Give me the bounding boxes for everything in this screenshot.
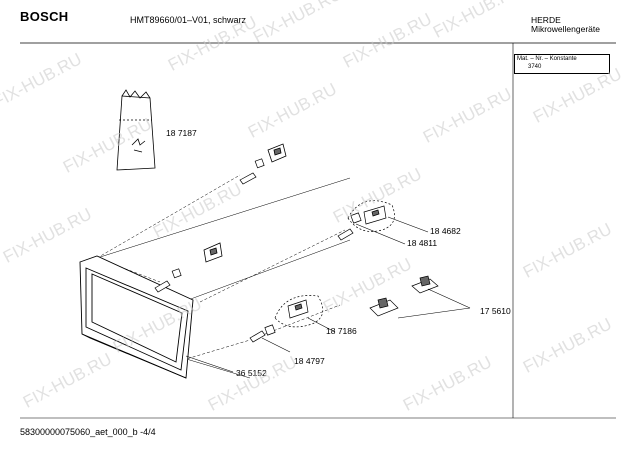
- screw-top: [239, 158, 265, 185]
- front-frame: [79, 255, 194, 379]
- clip-part-lower: [369, 297, 399, 317]
- brand-logo: BOSCH: [20, 9, 69, 24]
- category-title: HERDE: [531, 15, 561, 25]
- material-number-label: Mat. – Nr. – Konstante: [517, 56, 577, 62]
- hinge-cluster-lower: [249, 295, 324, 343]
- hinge-cluster-upper: [337, 200, 395, 241]
- model-number: HMT89660/01–V01, schwarz: [130, 15, 247, 25]
- bracket-mid-left: [203, 242, 223, 263]
- part-label-184682: 18 4682: [430, 226, 461, 236]
- bracket-top: [267, 143, 287, 163]
- part-label-184811: 18 4811: [407, 238, 438, 248]
- material-number-value: 3740: [528, 64, 542, 70]
- screw-mid-left: [154, 268, 182, 293]
- part-label-365152: 36 5152: [236, 368, 267, 378]
- material-number-box: [514, 54, 610, 74]
- document-footer-code: 58300000075060_aet_000_b -4/4: [20, 427, 156, 437]
- part-label-175610: 17 5610: [480, 306, 511, 316]
- subcategory-title: Mikrowellengeräte: [531, 24, 600, 34]
- part-label-187186: 18 7186: [326, 326, 357, 336]
- part-label-187187: 18 7187: [166, 128, 197, 138]
- outline-lines: [96, 177, 351, 379]
- bag-of-small-parts: [116, 89, 156, 171]
- clip-part-upper: [411, 275, 439, 294]
- leader-lines: [185, 216, 471, 373]
- part-label-184797: 18 4797: [294, 356, 325, 366]
